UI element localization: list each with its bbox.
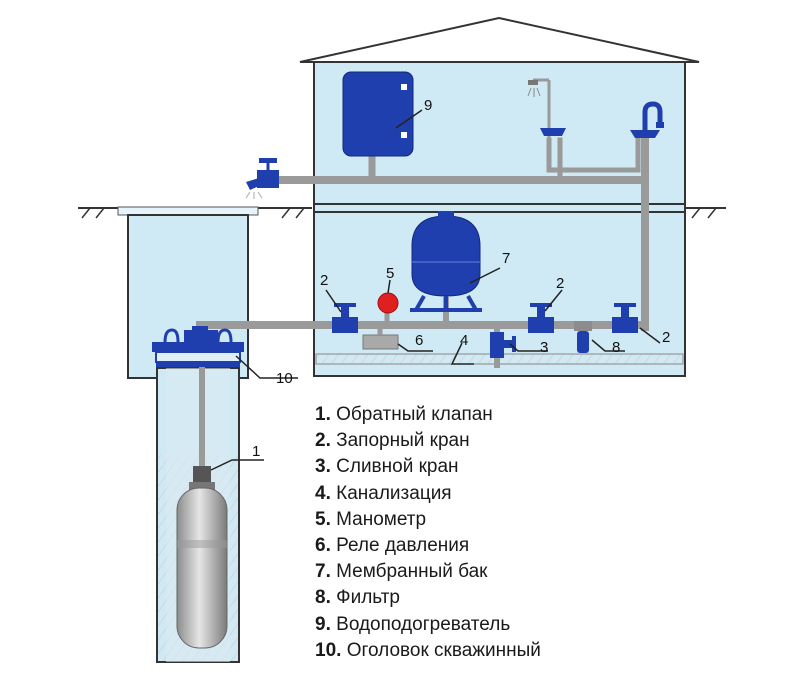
- legend-text: Манометр: [336, 508, 427, 530]
- legend-text: Оголовок скважинный: [346, 639, 541, 661]
- legend-item: 8. Фильтр: [315, 587, 400, 609]
- callout-7: 7: [502, 250, 510, 267]
- callout-2: 2: [662, 329, 670, 346]
- callout-10: 10: [276, 370, 293, 387]
- drain-valve: [490, 332, 516, 358]
- pressure-switch: [362, 325, 399, 350]
- legend-number: 6: [315, 535, 326, 557]
- legend-number: 7: [315, 561, 326, 583]
- callout-9: 9: [424, 97, 432, 114]
- legend-text: Обратный клапан: [336, 404, 493, 425]
- shutoff-valve: [332, 303, 638, 333]
- water-heater: [342, 71, 414, 157]
- water-filter: [574, 321, 592, 353]
- callout-5: 5: [386, 265, 394, 282]
- legend-item: 3. Сливной кран: [315, 456, 459, 478]
- membrane-tank: [410, 211, 482, 312]
- legend-number: 3: [315, 456, 326, 478]
- legend-number: 9: [315, 613, 326, 635]
- legend-item: 1. Обратный клапан: [315, 404, 493, 425]
- callout-6: 6: [415, 332, 423, 349]
- callout-8: 8: [612, 339, 620, 356]
- legend-text: Сливной кран: [336, 456, 459, 478]
- legend-number: 5: [315, 508, 326, 530]
- legend-list: 1. Обратный клапан 2. Запорный кран 3. С…: [315, 402, 541, 664]
- callout-3: 3: [540, 339, 548, 356]
- callout-2: 2: [320, 272, 328, 289]
- legend-text: Фильтр: [336, 587, 400, 609]
- legend-item: 2. Запорный кран: [315, 430, 470, 452]
- legend-number: 10: [315, 639, 337, 661]
- shower-icon: [527, 78, 566, 140]
- legend-item: 7. Мембранный бак: [315, 561, 488, 583]
- legend-text: Мембранный бак: [336, 561, 488, 583]
- legend-number: 1: [315, 404, 326, 425]
- callout-2: 2: [556, 275, 564, 292]
- legend-text: Запорный кран: [336, 430, 470, 452]
- legend-text: Водоподогреватель: [336, 613, 511, 635]
- legend-item: 4. Канализация: [315, 482, 452, 504]
- legend-item: 10. Оголовок скважинный: [315, 639, 541, 661]
- legend-text: Канализация: [336, 482, 452, 504]
- legend-text: Реле давления: [336, 535, 470, 557]
- wellhead: [152, 326, 244, 367]
- callout-4: 4: [460, 332, 468, 349]
- legend-number: 4: [315, 482, 326, 504]
- callout-leaders: [210, 109, 661, 471]
- legend-item: 5. Манометр: [315, 508, 427, 530]
- legend-item: 9. Водоподогреватель: [315, 613, 511, 635]
- callout-1: 1: [252, 443, 260, 460]
- legend-number: 2: [315, 430, 326, 452]
- faucet-icon: [630, 101, 664, 138]
- pressure-gauge: [377, 292, 399, 314]
- legend-number: 8: [315, 587, 326, 609]
- check-valve: [189, 466, 215, 490]
- outdoor-tap-icon: [245, 158, 279, 199]
- submersible-pump: [176, 487, 228, 649]
- legend-item: 6. Реле давления: [315, 535, 470, 557]
